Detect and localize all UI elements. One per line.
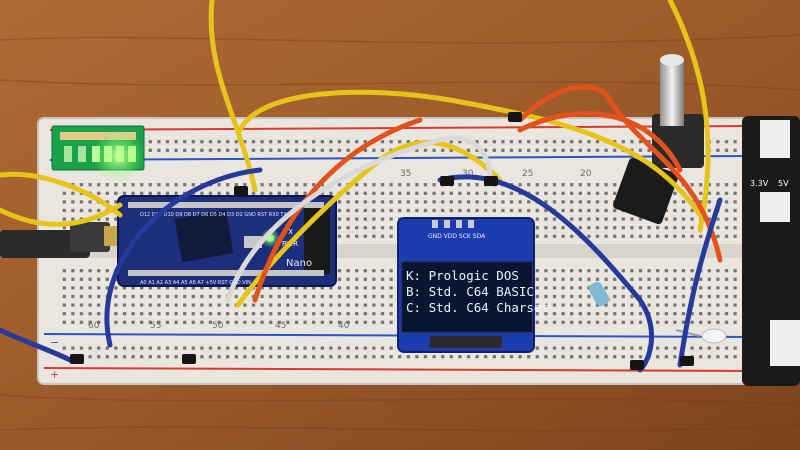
blue-wire: [104, 167, 263, 348]
yellow-wire: [0, 171, 123, 218]
orange-wire: [517, 111, 683, 173]
row-number: 45: [275, 321, 286, 331]
power-label-3v3: 3.3V: [750, 179, 769, 188]
yellow-wire: [0, 202, 123, 227]
white-wire: [225, 135, 493, 303]
svg-text:−: −: [50, 336, 59, 349]
row-number: 40: [338, 321, 350, 331]
oled-line-3: C: Std. C64 Charset: [406, 300, 549, 315]
yellow-wire: [237, 89, 703, 218]
resistor: [587, 281, 611, 307]
oled-module: GND VDD SCK SDA K: Prologic DOS B: Std. …: [397, 217, 549, 353]
row-number: 60: [88, 321, 100, 331]
wood-grain: [0, 34, 800, 432]
orange-wire: [252, 117, 423, 303]
nano-brand-label: Nano: [286, 258, 312, 269]
rotary-encoder: [613, 54, 704, 225]
yellow-wire: [667, 0, 711, 233]
wire-plugs: [70, 112, 694, 370]
breadboard: − +: [37, 117, 759, 385]
svg-text:+: +: [50, 368, 59, 381]
row-number: 35: [400, 169, 411, 179]
nano-pin-label-tx: TX: [283, 228, 293, 236]
row-number: 55: [150, 321, 161, 331]
led-bar-module: [51, 125, 145, 182]
nano-bottom-pins: A0 A1 A2 A3 A4 A5 A6 A7 +5V RST GND VIN: [140, 280, 251, 286]
blue-wire: [0, 327, 73, 363]
nano-top-pins: D12 D11 D10 D9 D8 D7 D6 D5 D4 D3 D2 GND …: [140, 212, 290, 218]
row-number: 25: [522, 169, 533, 179]
row-numbers: 60 55 50 45 40 35 30 25 20: [88, 169, 592, 331]
orange-wire: [517, 84, 723, 263]
row-number: 30: [462, 169, 474, 179]
oled-header-pins: GND VDD SCK SDA: [428, 233, 486, 240]
yellow-wire: [208, 0, 258, 193]
oled-screen: [401, 261, 533, 333]
row-number: 20: [580, 169, 592, 179]
arduino-nano: TX PWR Nano D12 D11 D10 D9 D8 D7 D6 D5 D…: [117, 195, 337, 287]
jumper-wires: [0, 0, 723, 373]
led-glow: [92, 130, 144, 182]
oled-line-2: B: Std. C64 BASIC: [406, 284, 534, 299]
power-label-5v: 5V: [778, 179, 789, 188]
row-number: 50: [212, 321, 224, 331]
clear-led: [675, 328, 727, 344]
oled-line-1: K: Prologic DOS: [406, 268, 519, 283]
blue-wire: [677, 197, 723, 368]
usb-cable: [0, 222, 128, 258]
power-supply-module: 3.3V 5V: [742, 116, 800, 386]
